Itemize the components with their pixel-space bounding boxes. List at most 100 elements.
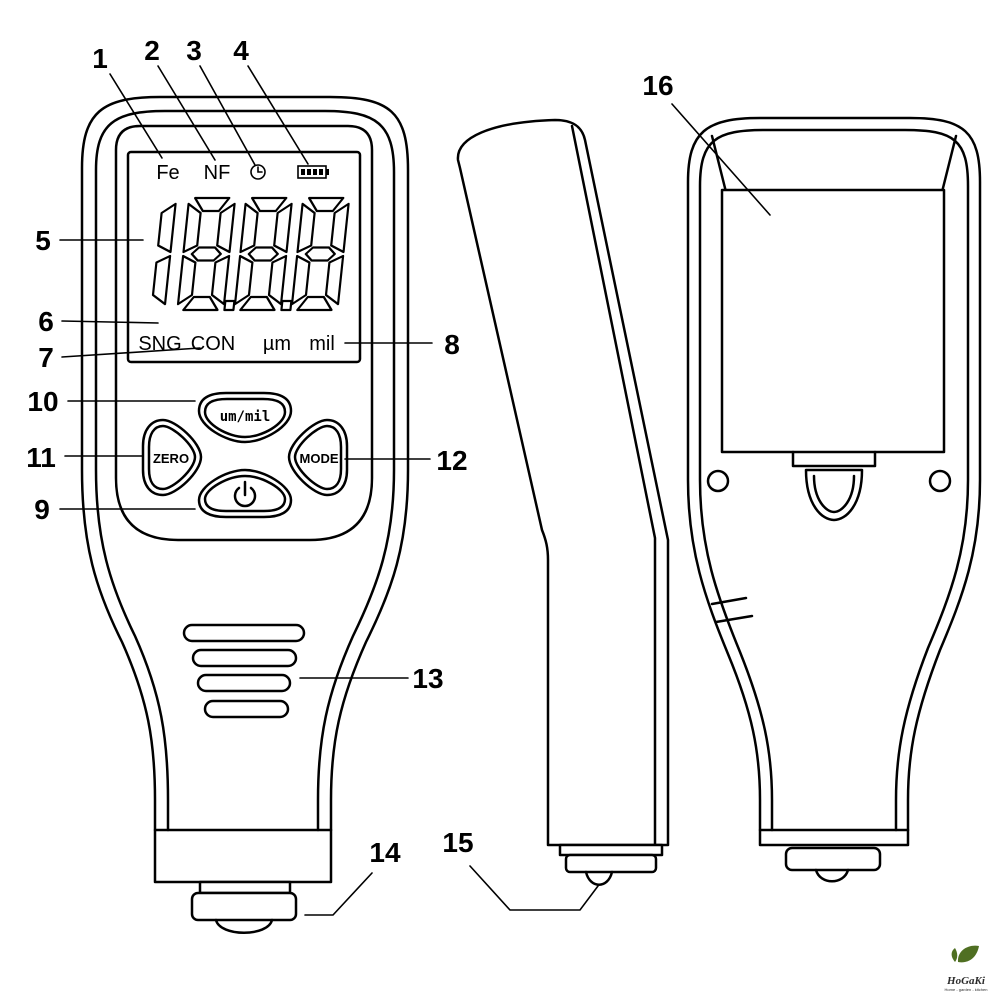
segment-f: [296, 202, 316, 254]
segment-a: [307, 196, 345, 213]
side-probe-flange: [564, 853, 658, 874]
callout-leader-1: [109, 73, 163, 159]
segment-e: [290, 254, 311, 306]
mode-button: MODE: [287, 418, 349, 497]
brand-logo: HoGaKi Home - garden - kitchen: [945, 945, 988, 992]
front-probe-tip: [214, 918, 274, 934]
segment-f: [182, 202, 202, 254]
con-indicator: CON: [191, 333, 235, 355]
rear-screw-right: [928, 469, 952, 493]
battery-icon-bar: [319, 169, 323, 175]
callout-label-15: 15: [442, 827, 473, 858]
segment-g: [304, 246, 336, 262]
unit-button-label: um/mil: [220, 409, 271, 425]
logo-leaf-icon-small: [951, 948, 958, 962]
callout-leader-15: [469, 865, 599, 911]
mode-button-outline: [287, 418, 349, 497]
clock-icon-face: [250, 164, 266, 180]
side-probe-collar: [558, 843, 664, 857]
zero-button-label: ZERO: [153, 451, 189, 466]
rear-side-groove: [714, 614, 754, 624]
rear-probe-tip: [814, 868, 850, 883]
um-unit-indicator: µm: [263, 333, 291, 355]
nf-indicator: NF: [204, 162, 231, 184]
front-probe-flange: [190, 891, 298, 922]
segment-decimal-point: [280, 299, 293, 312]
segment-a: [250, 196, 288, 213]
rear-cover-line-right: [940, 134, 958, 194]
unit-button-inner: [203, 397, 287, 439]
power-icon-arc: [233, 486, 257, 508]
segment-g: [247, 246, 279, 262]
segment-c: [267, 254, 288, 306]
logo-leaf-icon: [957, 945, 979, 963]
callout-label-16: 16: [642, 70, 673, 101]
callout-label-12: 12: [436, 445, 467, 476]
power-icon: [233, 480, 257, 508]
segment-b: [273, 202, 293, 254]
rear-body-inner-edge: [698, 128, 970, 832]
segment-d: [296, 295, 333, 312]
lcd-panel: Fe NF SNG CON µm mil: [126, 150, 362, 364]
callout-leader-16: [671, 103, 771, 216]
callout-label-3: 3: [186, 35, 202, 66]
callout-leader-6: [61, 320, 159, 324]
segment-f: [239, 202, 259, 254]
rear-side-groove: [710, 596, 748, 606]
battery-icon-bar: [301, 169, 305, 175]
logo-tagline: Home - garden - kitchen: [945, 987, 988, 992]
grill-slot: [191, 648, 298, 668]
segment-d: [182, 295, 219, 312]
battery-door-finger-recess: [804, 468, 864, 522]
rear-cover-line-left: [710, 134, 728, 194]
speaker-grill: [182, 623, 306, 719]
side-probe-tip: [584, 870, 614, 886]
mil-unit-indicator: mil: [309, 333, 335, 355]
clock-icon: [250, 164, 266, 180]
zero-button: ZERO: [141, 418, 203, 497]
clock-icon-hands: [257, 166, 263, 173]
battery-door-finger-recess-inner: [812, 474, 856, 514]
mode-button-label: MODE: [300, 451, 339, 466]
side-body-inner-edge: [570, 124, 657, 847]
unit-button: um/mil: [197, 391, 293, 444]
grill-slot: [182, 623, 306, 643]
front-view: Fe NF SNG CON µm mil um/mil: [80, 95, 410, 934]
segment-a: [193, 196, 231, 213]
front-body-inner-edge: [94, 109, 396, 832]
callout-label-11: 11: [26, 442, 56, 473]
zero-button-outline: [141, 418, 203, 497]
side-body-outline: [456, 118, 670, 847]
side-view: [456, 118, 670, 886]
callout-label-1: 1: [92, 43, 108, 74]
zero-button-inner: [147, 424, 197, 491]
callout-leader-7: [61, 347, 201, 358]
battery-icon-bar: [307, 169, 311, 175]
segment-e: [233, 254, 254, 306]
segment-reading: [151, 196, 350, 312]
rear-probe-flange: [784, 846, 882, 872]
callout-leader-3: [199, 65, 256, 166]
callout-label-10: 10: [27, 386, 58, 417]
callout-label-14: 14: [369, 837, 401, 868]
logo-wordmark: HoGaKi: [946, 975, 986, 987]
segment-b: [157, 202, 177, 254]
segment-decimal-point: [223, 299, 236, 312]
callout-label-7: 7: [38, 342, 54, 373]
callout-label-9: 9: [34, 494, 50, 525]
segment-c: [151, 254, 172, 306]
power-button-inner: [203, 474, 287, 513]
callout-leader-2: [157, 65, 216, 161]
segment-c: [324, 254, 345, 306]
callout-label-8: 8: [444, 329, 460, 360]
battery-door: [720, 188, 946, 454]
battery-icon-nib: [326, 169, 329, 175]
callout-label-5: 5: [35, 225, 51, 256]
segment-g: [190, 246, 222, 262]
battery-icon: [297, 165, 329, 179]
segment-b: [330, 202, 350, 254]
grill-slot: [203, 699, 290, 719]
segment-c: [210, 254, 231, 306]
callouts: 1 2 3 4 5 6 7 8 9 10 11 12 13 14 15 16: [26, 35, 771, 916]
